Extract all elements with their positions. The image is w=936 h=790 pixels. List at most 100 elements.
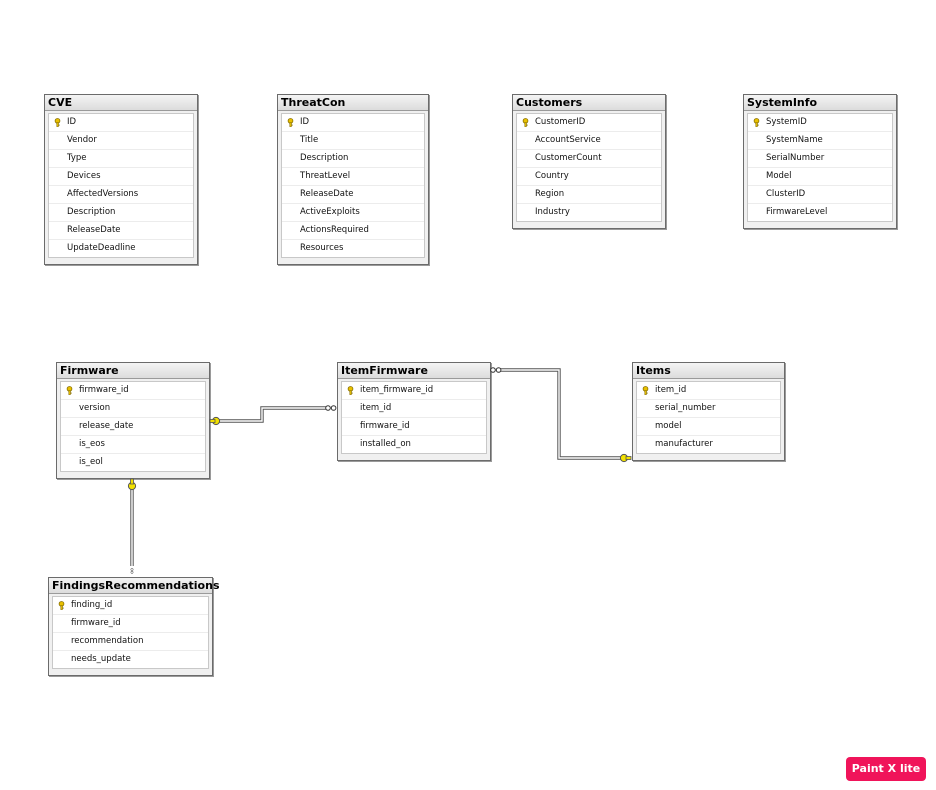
column-row[interactable]: ID: [282, 114, 424, 132]
column-row[interactable]: Region: [517, 186, 661, 204]
table-title: Customers: [513, 95, 665, 111]
column-row[interactable]: Country: [517, 168, 661, 186]
column-row[interactable]: recommendation: [53, 633, 208, 651]
column-row[interactable]: release_date: [61, 418, 205, 436]
column-name: ID: [67, 117, 77, 127]
column-row[interactable]: Description: [49, 204, 193, 222]
paint-x-lite-badge: Paint X lite: [846, 757, 926, 781]
column-name: firmware_id: [71, 618, 121, 628]
table-title: ItemFirmware: [338, 363, 490, 379]
column-row[interactable]: version: [61, 400, 205, 418]
column-row[interactable]: FirmwareLevel: [748, 204, 892, 221]
column-row[interactable]: SerialNumber: [748, 150, 892, 168]
column-row[interactable]: Devices: [49, 168, 193, 186]
column-name: Title: [300, 135, 319, 145]
column-name: Description: [67, 207, 116, 217]
key-end-icon: [209, 416, 221, 426]
column-row[interactable]: is_eos: [61, 436, 205, 454]
column-row[interactable]: firmware_id: [53, 615, 208, 633]
column-list: finding_id firmware_id recommendation needs…: [52, 596, 209, 669]
column-name: Model: [766, 171, 792, 181]
column-row[interactable]: ThreatLevel: [282, 168, 424, 186]
column-name: Resources: [300, 243, 344, 253]
column-name: AccountService: [535, 135, 601, 145]
column-name: is_eos: [79, 439, 105, 449]
relationship-itemfirmware-items[interactable]: [490, 367, 632, 463]
column-row[interactable]: SystemName: [748, 132, 892, 150]
infinity-end-icon: [325, 405, 337, 411]
column-row[interactable]: Type: [49, 150, 193, 168]
column-row[interactable]: Title: [282, 132, 424, 150]
table-title: CVE: [45, 95, 197, 111]
column-row[interactable]: AffectedVersions: [49, 186, 193, 204]
column-row[interactable]: Industry: [517, 204, 661, 221]
column-row[interactable]: needs_update: [53, 651, 208, 668]
column-row[interactable]: item_id: [342, 400, 486, 418]
column-row[interactable]: ReleaseDate: [49, 222, 193, 240]
table-title: Items: [633, 363, 784, 379]
column-row[interactable]: Model: [748, 168, 892, 186]
column-row[interactable]: Resources: [282, 240, 424, 257]
column-row[interactable]: manufacturer: [637, 436, 780, 453]
column-name: needs_update: [71, 654, 131, 664]
column-name: firmware_id: [79, 385, 129, 395]
key-icon: [66, 386, 73, 395]
column-name: version: [79, 403, 111, 413]
column-name: ActiveExploits: [300, 207, 360, 217]
key-icon: [642, 386, 649, 395]
column-row[interactable]: SystemID: [748, 114, 892, 132]
relationship-firmware-findings[interactable]: [127, 478, 137, 574]
column-row[interactable]: installed_on: [342, 436, 486, 453]
column-row[interactable]: UpdateDeadline: [49, 240, 193, 257]
key-icon: [54, 118, 61, 127]
relationship-firmware-itemfirmware[interactable]: [209, 405, 337, 426]
column-row[interactable]: Vendor: [49, 132, 193, 150]
column-row[interactable]: ActiveExploits: [282, 204, 424, 222]
column-name: ClusterID: [766, 189, 806, 199]
column-name: manufacturer: [655, 439, 713, 449]
key-icon: [753, 118, 760, 127]
column-name: release_date: [79, 421, 134, 431]
column-row[interactable]: item_id: [637, 382, 780, 400]
column-name: Region: [535, 189, 565, 199]
column-row[interactable]: AccountService: [517, 132, 661, 150]
column-row[interactable]: CustomerCount: [517, 150, 661, 168]
column-row[interactable]: model: [637, 418, 780, 436]
column-row[interactable]: finding_id: [53, 597, 208, 615]
column-name: Type: [67, 153, 87, 163]
column-row[interactable]: ActionsRequired: [282, 222, 424, 240]
key-icon: [58, 601, 65, 610]
column-row[interactable]: CustomerID: [517, 114, 661, 132]
column-name: FirmwareLevel: [766, 207, 828, 217]
column-row[interactable]: firmware_id: [61, 382, 205, 400]
column-row[interactable]: Description: [282, 150, 424, 168]
column-row[interactable]: item_firmware_id: [342, 382, 486, 400]
column-name: model: [655, 421, 682, 431]
column-name: Country: [535, 171, 569, 181]
column-name: Devices: [67, 171, 101, 181]
table-title: Firmware: [57, 363, 209, 379]
column-name: Description: [300, 153, 349, 163]
column-row[interactable]: ID: [49, 114, 193, 132]
column-row[interactable]: is_eol: [61, 454, 205, 471]
column-name: Vendor: [67, 135, 97, 145]
column-name: SerialNumber: [766, 153, 825, 163]
column-row[interactable]: ReleaseDate: [282, 186, 424, 204]
column-row[interactable]: ClusterID: [748, 186, 892, 204]
column-name: firmware_id: [360, 421, 410, 431]
column-row[interactable]: serial_number: [637, 400, 780, 418]
column-row[interactable]: firmware_id: [342, 418, 486, 436]
